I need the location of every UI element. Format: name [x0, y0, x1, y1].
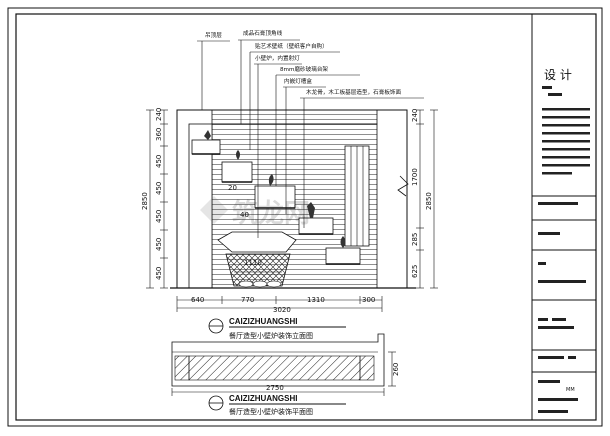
plan-title-cn: 餐厅造型小壁炉装饰平面图 — [229, 407, 313, 416]
dim-plan-width: 2750 — [266, 384, 284, 392]
dim-plan-depth: 260 — [392, 363, 400, 376]
dim-right-0: 240 — [411, 109, 419, 122]
elevation-view — [170, 109, 416, 289]
design-label: 设 计 — [544, 68, 572, 82]
watermark: 筑龙网 — [200, 196, 310, 228]
plan-title: CAIZIZHUANGSHI 餐厅造型小壁炉装饰平面图 — [208, 394, 346, 416]
right-dimension-chain — [416, 109, 438, 289]
annotation-glass-shelf: 8mm磨砂玻璃台架 — [280, 65, 328, 73]
dim-left-0: 240 — [155, 108, 163, 121]
annotation-ceiling: 吊顶层 — [205, 32, 222, 39]
plan-view — [171, 333, 385, 387]
dim-left-6: 450 — [155, 267, 163, 280]
title-block: 设 计 MM — [531, 14, 596, 420]
plan-title-en: CAIZIZHUANGSHI — [229, 394, 297, 403]
annotation-wood-frame: 木龙骨，木工板基层造型，石膏板饰面 — [306, 88, 402, 96]
dim-bottom-0: 640 — [191, 296, 204, 304]
dim-inner-1110: 1110 — [244, 259, 262, 267]
dim-left-1: 360 — [155, 128, 163, 141]
dim-left-3: 450 — [155, 182, 163, 195]
title-block-mark: MM — [566, 387, 575, 393]
dim-inner-40: 40 — [240, 211, 249, 219]
dim-left-2: 450 — [155, 155, 163, 168]
annotation-wallpaper: 贴艺术壁纸（壁纸客户自购） — [255, 42, 328, 50]
elevation-title-en: CAIZIZHUANGSHI — [229, 317, 297, 326]
left-dimension-chain — [146, 109, 168, 289]
watermark-text: 筑龙网 — [232, 198, 310, 228]
elevation-title-cn: 餐厅造型小壁炉装饰立面图 — [229, 331, 313, 340]
bottom-dimension-chain — [176, 296, 383, 312]
dim-right-total: 2850 — [425, 192, 433, 210]
inner-frame — [15, 13, 597, 421]
dim-left-total: 2850 — [141, 192, 149, 210]
dim-bottom-3: 300 — [362, 296, 375, 304]
dim-left-5: 450 — [155, 238, 163, 251]
dim-bottom-2: 1310 — [307, 296, 325, 304]
plan-dimensions — [171, 351, 396, 396]
dim-right-3: 625 — [411, 265, 419, 278]
dim-right-2: 285 — [411, 233, 419, 246]
dim-inner-20: 20 — [228, 184, 237, 192]
annotation-light-box: 内嵌灯槽盒 — [284, 77, 312, 85]
dim-bottom-total: 3020 — [273, 306, 291, 314]
elevation-title: CAIZIZHUANGSHI 餐厅造型小壁炉装饰立面图 — [208, 317, 346, 340]
annotation-cornice: 成品石膏顶角线 — [243, 29, 283, 37]
outer-frame — [7, 7, 603, 427]
dim-bottom-1: 770 — [241, 296, 254, 304]
dim-left-4: 450 — [155, 210, 163, 223]
annotation-leaders — [197, 39, 424, 238]
annotation-fireplace: 小壁炉，内置射灯 — [255, 54, 300, 62]
dim-right-1: 1700 — [411, 168, 419, 186]
